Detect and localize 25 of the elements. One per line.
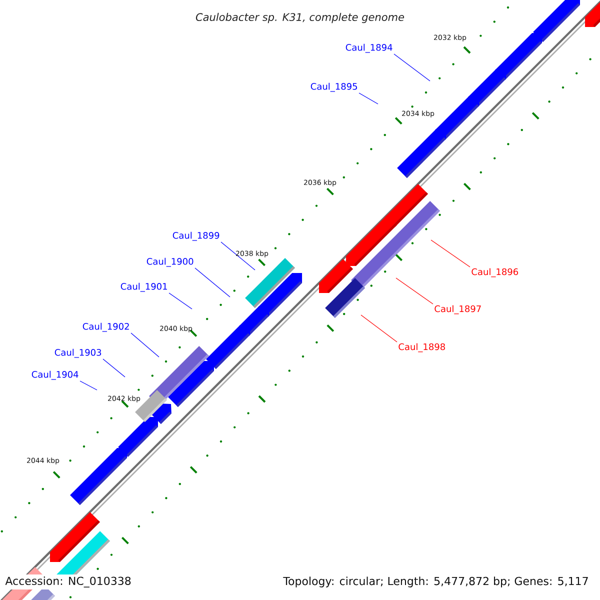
accession-text: Accession: NC_010338 [3, 574, 134, 590]
leader-line [358, 92, 378, 104]
gene-label: Caul_1894 [346, 44, 392, 53]
leader-line [102, 358, 126, 378]
leader-line [220, 242, 256, 270]
gene-label: Caul_1900 [146, 258, 194, 267]
leader-line [396, 278, 434, 304]
topology-text: Topology: circular; Length: 5,477,872 bp; Genes: 5,117 [283, 576, 588, 588]
gene-label: Caul_1903 [54, 348, 102, 358]
leader-line [430, 240, 470, 268]
gene-label: Caul_1901 [120, 282, 167, 292]
leader-line [394, 54, 430, 82]
gene-label: Caul_1899 [172, 232, 220, 241]
leader-line [168, 292, 192, 310]
gene-label: Caul_1896 [472, 268, 518, 278]
gene-label: Caul_1897 [434, 305, 481, 314]
leader-line [194, 268, 230, 298]
leader-line [130, 332, 160, 358]
gene-label: Caul_1904 [32, 370, 78, 380]
gene-label: Caul_1902 [82, 322, 129, 332]
title: Caulobacter sp. K31, complete genome [196, 12, 404, 24]
gene-label: Caul_1895 [310, 82, 358, 92]
gene-label: Caul_1898 [398, 343, 445, 352]
leader-line [360, 314, 398, 342]
leader-line [80, 380, 98, 390]
